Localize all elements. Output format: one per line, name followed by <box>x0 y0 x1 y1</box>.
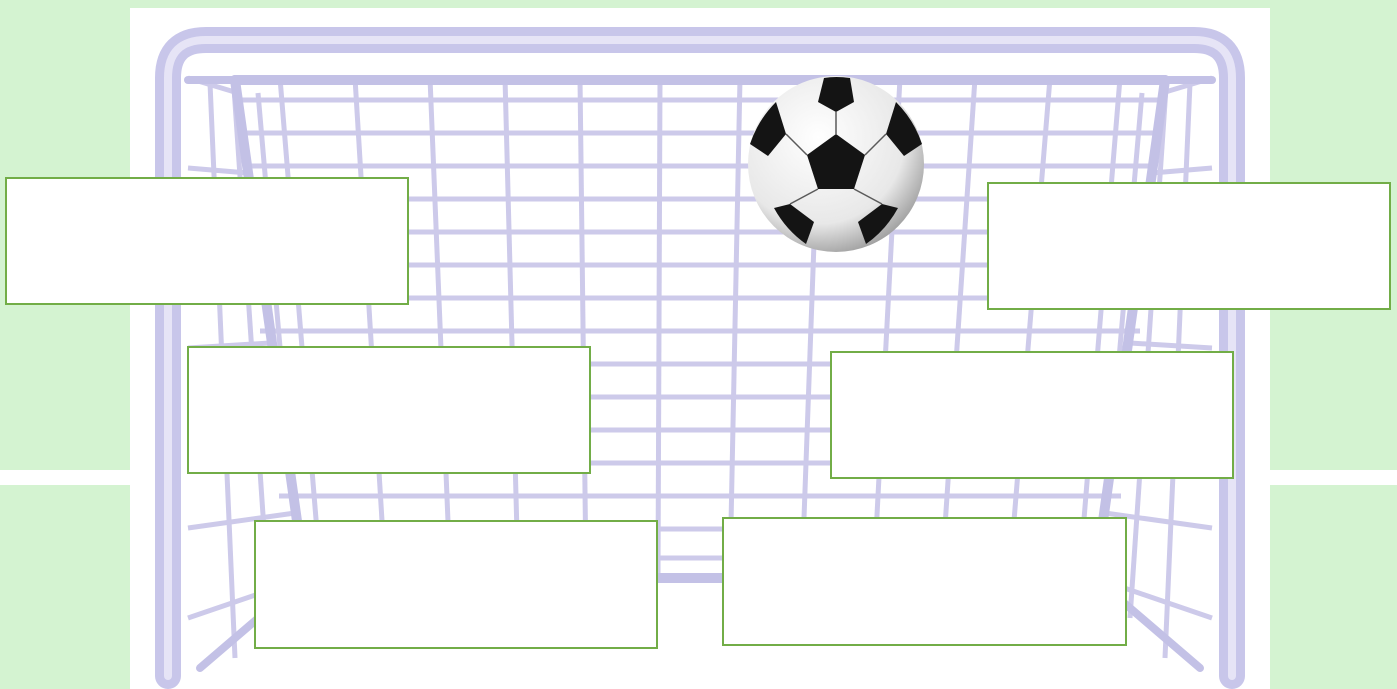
answer-box-middle-left[interactable] <box>187 346 591 474</box>
answer-box-top-left[interactable] <box>5 177 409 305</box>
answer-box-middle-right[interactable] <box>830 351 1234 479</box>
soccer-ball-icon <box>748 76 924 252</box>
background-strip-top <box>130 0 1270 8</box>
answer-box-bottom-left[interactable] <box>254 520 658 649</box>
background-tile-bottom-right <box>1270 485 1397 689</box>
background-tile-bottom-left <box>0 485 130 689</box>
back-net <box>240 78 1160 574</box>
answer-box-top-right[interactable] <box>987 182 1391 310</box>
answer-box-bottom-right[interactable] <box>722 517 1127 646</box>
